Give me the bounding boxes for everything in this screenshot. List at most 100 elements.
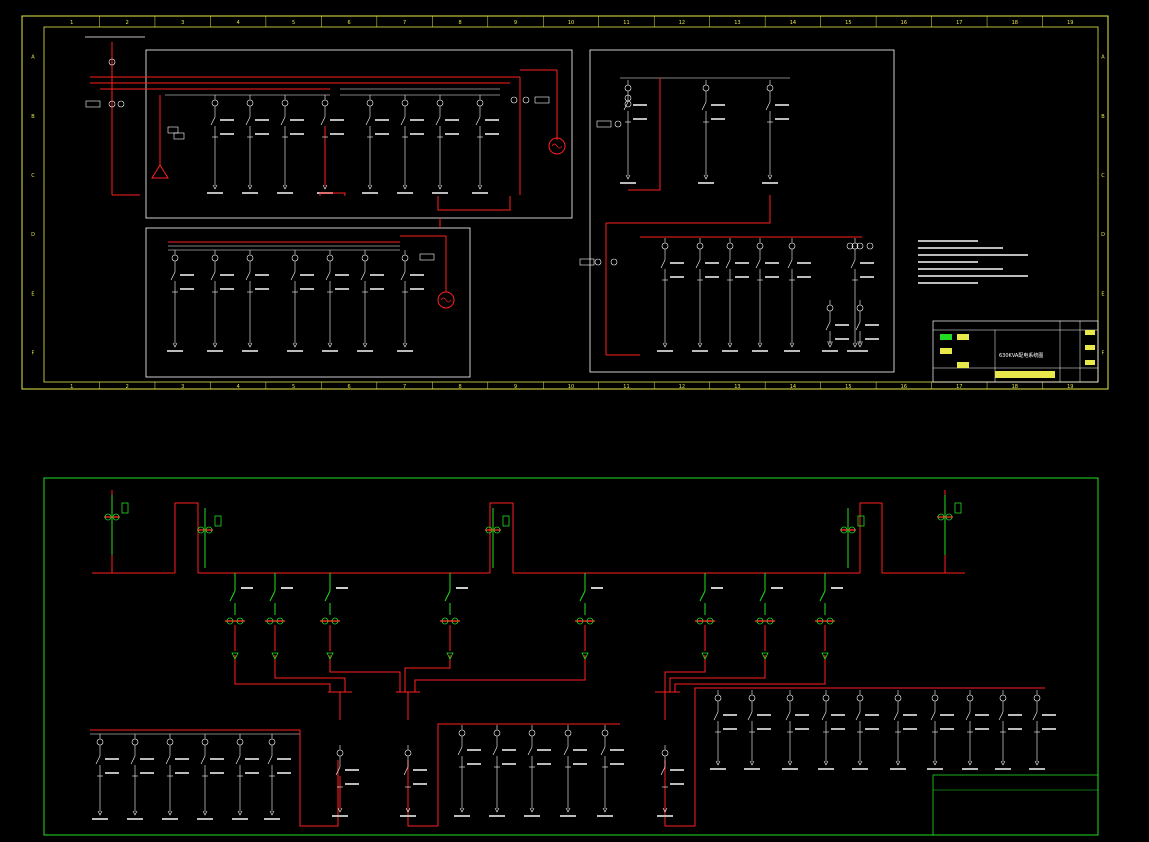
load-label-mark [784, 350, 800, 352]
rating-text-mark [797, 276, 811, 278]
ring-switch-group [225, 573, 843, 660]
rating-text-mark [220, 274, 234, 276]
rating-text-mark [670, 276, 684, 278]
arrow-down [662, 342, 668, 348]
ring-switch [440, 573, 468, 660]
switch-blade [855, 711, 861, 721]
arrow-down [247, 342, 253, 348]
feeder [722, 238, 749, 352]
switch-blade [579, 590, 586, 602]
feeder [232, 734, 259, 820]
feeder [167, 250, 194, 352]
rating-text-mark [865, 324, 879, 326]
pt-box [214, 515, 222, 527]
arrow-down [367, 184, 373, 190]
incomer-switch [485, 508, 510, 568]
arrow-down [789, 342, 795, 348]
grid-col-label: 8 [458, 20, 461, 26]
switch-blade [821, 711, 827, 721]
arrow-down [581, 652, 589, 660]
feeder [762, 80, 789, 184]
switch-blade [335, 766, 341, 776]
ct-symbol [205, 526, 213, 534]
feeder [657, 238, 684, 352]
switch-blade [400, 271, 406, 281]
arrow-down [212, 342, 218, 348]
rating-text-mark [255, 119, 269, 121]
load-label-mark [890, 768, 906, 770]
ammeter-symbol [401, 254, 409, 262]
switch-blade [930, 711, 936, 721]
rating-text-mark [860, 262, 874, 264]
title-block: 630KVA配电系统图 [932, 320, 1099, 383]
feeder [847, 238, 874, 352]
switch-blade [787, 259, 793, 269]
feeder [620, 80, 647, 184]
arrow-down [231, 652, 239, 660]
ammeter-symbol [246, 99, 254, 107]
grid-row-label: A [31, 55, 35, 61]
grid-row-label: A [1101, 55, 1105, 61]
load-label-mark [167, 350, 183, 352]
ammeter-symbol [166, 738, 174, 746]
feeder-group-main [207, 95, 499, 194]
incomer-switch [197, 508, 222, 568]
ct-symbol [848, 526, 856, 534]
grid-col-label: 15 [845, 20, 851, 26]
feeder [744, 690, 771, 770]
feeder [995, 690, 1022, 770]
switch-blade [660, 259, 666, 269]
feeder [784, 238, 811, 352]
incoming-section [85, 36, 520, 196]
ct-symbol [321, 617, 329, 625]
grid-row-label: B [1101, 114, 1105, 120]
rating-text-mark [345, 783, 359, 785]
pt-box [502, 515, 510, 527]
rating-text-mark [903, 728, 917, 730]
load-label-mark [432, 192, 448, 194]
ring-switch [695, 573, 723, 660]
feeder [489, 725, 516, 817]
arrow-down [437, 184, 443, 190]
rating-text-mark [485, 119, 499, 121]
switch-blade [365, 116, 371, 126]
load-label-mark [357, 350, 373, 352]
arrow-down [405, 807, 411, 813]
rating-text-mark [757, 728, 771, 730]
switch-blade [660, 766, 666, 776]
incomer-group [104, 495, 962, 568]
ammeter-symbol [856, 304, 864, 312]
grid-col-label: 2 [126, 384, 129, 390]
grid-row-label: F [32, 350, 35, 356]
load-label-mark [657, 350, 673, 352]
rating-text-mark [410, 133, 424, 135]
switch-label-mark [711, 587, 723, 589]
ammeter-symbol [601, 729, 609, 737]
load-label-mark [207, 192, 223, 194]
ammeter-symbol [1033, 694, 1041, 702]
ammeter-symbol [766, 84, 774, 92]
rating-text-mark [210, 758, 224, 760]
rating-text-mark [175, 758, 189, 760]
grid-row-label: E [31, 291, 34, 297]
generator-lower [168, 218, 455, 309]
ammeter-symbol [748, 694, 756, 702]
switch-blade [713, 711, 719, 721]
grid-col-label: 4 [237, 20, 240, 26]
switch-label-mark [771, 587, 783, 589]
switch-blade [475, 116, 481, 126]
rating-text-mark [140, 758, 154, 760]
rating-text-mark [975, 714, 989, 716]
ct-symbol [197, 526, 205, 534]
rating-text-mark [797, 262, 811, 264]
note-line [918, 275, 1028, 277]
rating-text-mark [413, 783, 427, 785]
ct-symbol [451, 617, 459, 625]
switch-blade [563, 746, 569, 756]
load-label-mark [207, 350, 223, 352]
load-label-mark [752, 350, 768, 352]
feeder [454, 725, 481, 817]
feeder [362, 95, 389, 194]
rating-text-mark [795, 728, 809, 730]
arrow-down [895, 760, 901, 766]
